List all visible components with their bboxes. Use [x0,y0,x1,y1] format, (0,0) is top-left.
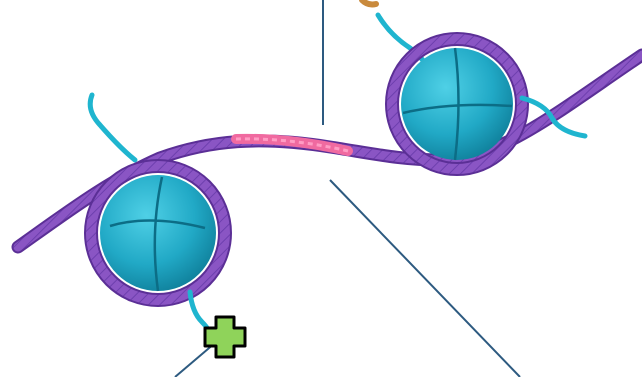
histone-tail-left-bottom [190,292,210,332]
nucleosome-left [90,95,225,332]
nucleosome-right [378,15,585,169]
top-tail-fragment [362,0,376,5]
pointer-line-bottom-left [175,343,215,377]
plus-cursor-icon [205,317,245,357]
histone-tail-left-top [90,95,135,160]
pointer-line-right [330,180,520,377]
